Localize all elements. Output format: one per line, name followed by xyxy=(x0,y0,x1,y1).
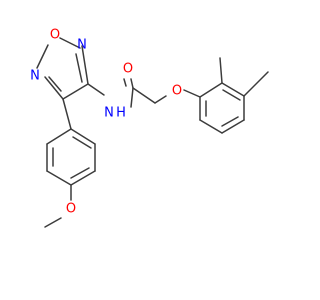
molecule-structure: O O N N N H O O xyxy=(30,28,269,228)
methoxyphenyl-ring xyxy=(44,98,96,228)
atom-o-carbonyl: O xyxy=(123,62,133,77)
bond-n-amide-c-carbonyl xyxy=(130,87,134,108)
bond-ar1-ar2 xyxy=(199,82,223,98)
bond-ar4-ar5 xyxy=(221,119,245,134)
bond-mar4-mar5 xyxy=(46,170,72,186)
bond-methyl-3 xyxy=(243,71,269,97)
amide-linker xyxy=(87,78,201,108)
bond-c-carbonyl-ch2 xyxy=(132,87,156,104)
molecule-canvas: O O N N N H O O xyxy=(30,28,269,228)
bond-n-top-c-right xyxy=(81,45,89,85)
bond-c-carbonyl-o-double xyxy=(123,78,127,87)
atom-n-amide: N xyxy=(104,106,114,121)
bond-c-left-n-left-double xyxy=(48,76,62,92)
bond-ar5-ar6 xyxy=(199,119,223,134)
bond-o-ether-c-aryl xyxy=(183,89,201,98)
bond-o-methoxy-ch3 xyxy=(44,217,62,228)
bond-mar3-mar4-double xyxy=(70,167,90,179)
atom-o-methoxy: O xyxy=(66,202,76,217)
oxadiazole-ring xyxy=(36,37,89,100)
bond-ar2-ar3-double xyxy=(222,89,241,101)
bond-o-n-top xyxy=(59,37,81,49)
atom-h-amide: H xyxy=(116,106,126,121)
bond-methyl-2 xyxy=(219,57,223,84)
bond-ar2-ar3 xyxy=(221,82,245,97)
bond-ar4-ar5-double xyxy=(221,116,239,127)
atom-o-ether: O xyxy=(172,84,182,99)
bond-mar6-mar1 xyxy=(46,128,72,145)
bond-c-ring-n-amide xyxy=(87,83,105,96)
atom-n-ring-top: N xyxy=(77,38,87,53)
atom-n-ring-left: N xyxy=(30,69,40,84)
bond-c-left-ar-top xyxy=(62,98,72,130)
bond-mar1-mar2 xyxy=(70,128,96,145)
atom-labels: O O N N N H O O xyxy=(30,28,182,217)
bond-n-left-o xyxy=(36,44,49,69)
bond-ch2-o-ether xyxy=(154,95,167,104)
bond-mar1-mar2-double xyxy=(72,136,92,149)
bond-c-carbonyl-o xyxy=(130,78,134,89)
dimethylphenyl-ring xyxy=(199,57,269,134)
atom-o-ring: O xyxy=(50,28,60,43)
bond-c-right-c-left xyxy=(62,83,89,100)
bond-c-left-n-left xyxy=(44,76,64,100)
bond-mar3-mar4 xyxy=(70,170,96,186)
bond-n-top-c-right-double xyxy=(75,53,83,83)
